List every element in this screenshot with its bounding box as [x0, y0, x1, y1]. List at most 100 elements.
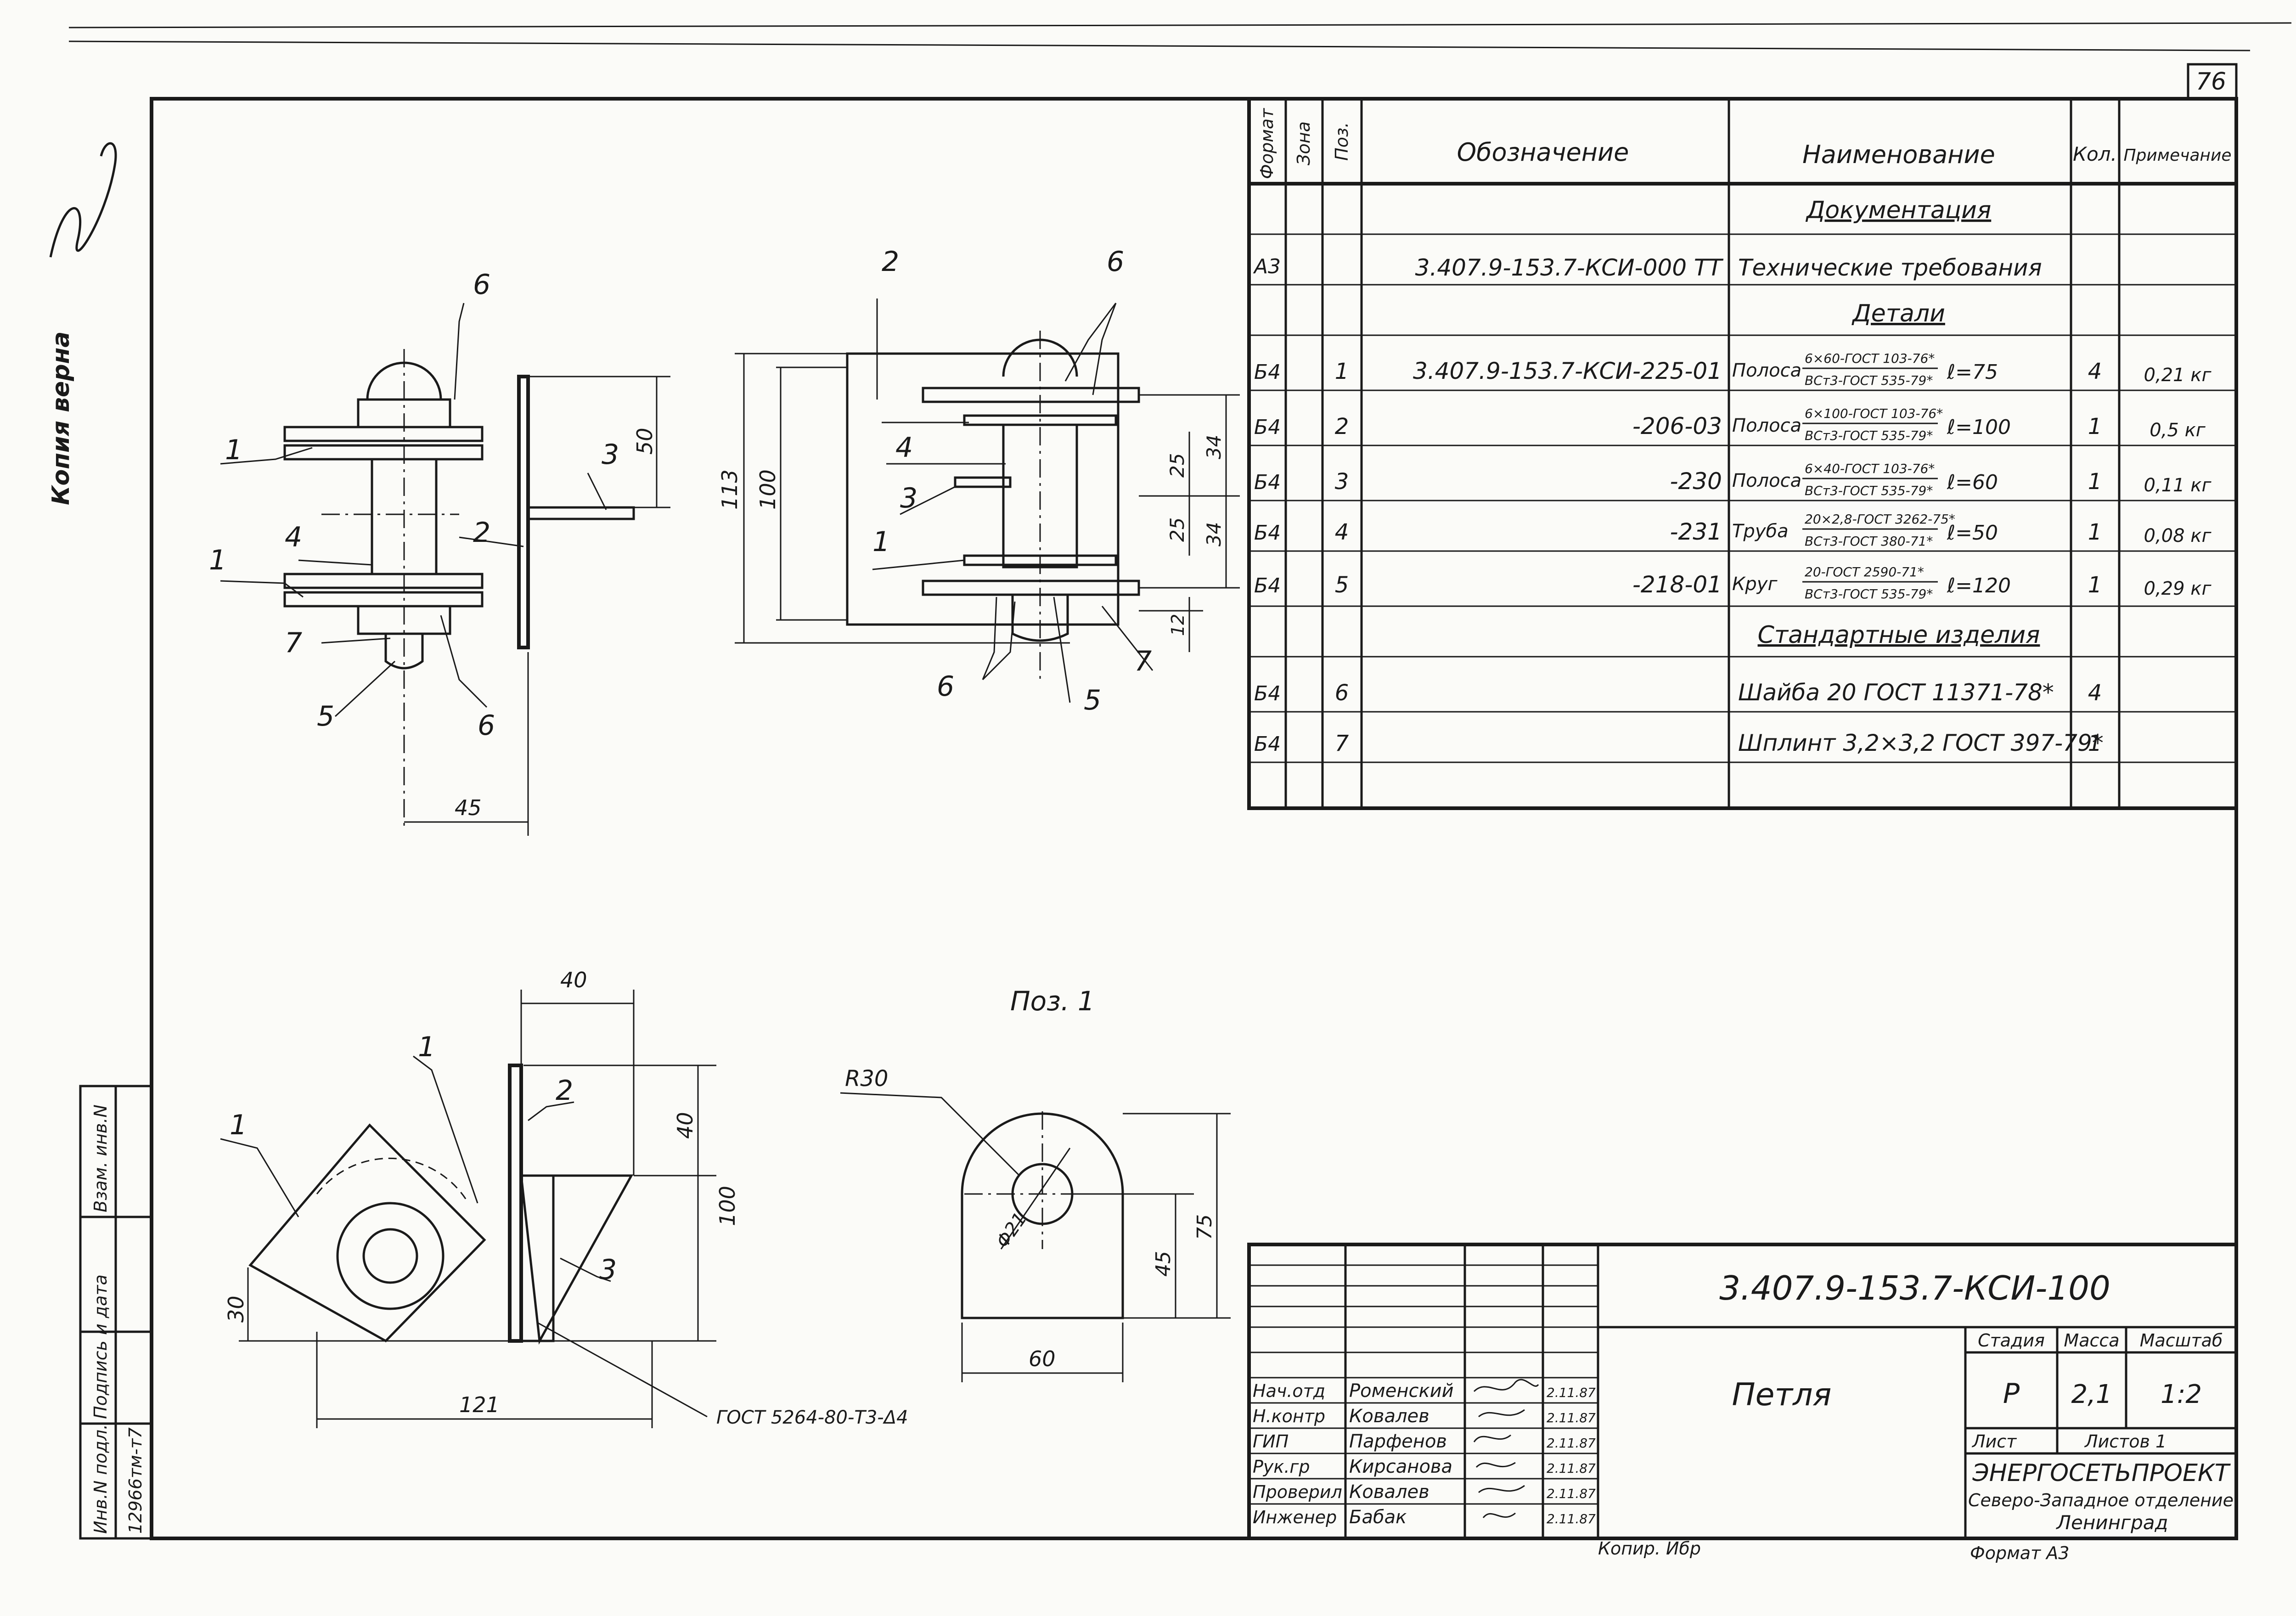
svg-text:ℓ=120: ℓ=120: [1947, 574, 2011, 597]
svg-text:2.11.87: 2.11.87: [1547, 1461, 1596, 1476]
svg-text:Н.контр: Н.контр: [1253, 1406, 1325, 1426]
svg-text:1: 1: [2088, 519, 2102, 545]
leader-label: 1: [230, 1109, 247, 1141]
table-row: Б4 5 -218-01 Круг 20-ГОСТ 2590-71* ВСт3-…: [1254, 564, 2212, 602]
stage-label: Стадия: [1978, 1330, 2045, 1351]
doc-format: А3: [1253, 255, 1281, 278]
svg-text:Проверил: Проверил: [1253, 1482, 1342, 1502]
part-title: Петля: [1732, 1377, 1832, 1413]
sign-date-label: Подпись и дата: [90, 1274, 111, 1419]
list-item: Н.контр Ковалев 2.11.87: [1253, 1406, 1596, 1427]
view-plan: [220, 990, 716, 1428]
svg-text:6×40-ГОСТ 103-76*: 6×40-ГОСТ 103-76*: [1805, 461, 1935, 476]
svg-text:0,29 кг: 0,29 кг: [2144, 578, 2212, 599]
header-qty: Кол.: [2073, 143, 2117, 165]
side-stamp: [79, 1085, 153, 1540]
leader-label: 3: [599, 1254, 617, 1286]
svg-text:Ковалев: Ковалев: [1349, 1481, 1429, 1503]
dim-label: 25: [1166, 518, 1188, 542]
leader-label: 2: [473, 517, 490, 549]
org-branch: Северо-Западное отделение: [1968, 1490, 2234, 1510]
sheet-number: 76: [2196, 68, 2226, 96]
svg-text:Рук.гр: Рук.гр: [1253, 1457, 1310, 1477]
spec-table: [1247, 97, 2238, 810]
svg-text:-230: -230: [1670, 468, 1722, 495]
svg-text:20-ГОСТ 2590-71*: 20-ГОСТ 2590-71*: [1805, 564, 1924, 580]
svg-text:0,21 кг: 0,21 кг: [2144, 365, 2212, 386]
svg-text:Труба: Труба: [1732, 521, 1789, 542]
leader-label: 1: [872, 526, 890, 558]
svg-text:Роменский: Роменский: [1349, 1380, 1454, 1402]
dim-label: 100: [755, 469, 780, 510]
svg-text:0,08 кг: 0,08 кг: [2144, 525, 2212, 546]
leader-label: 7: [1134, 645, 1152, 677]
leader-label: 4: [895, 432, 913, 464]
svg-text:Б4: Б4: [1254, 732, 1281, 756]
format-note: Формат А3: [1970, 1543, 2069, 1563]
leader-label: 1: [225, 434, 242, 466]
section-standard: Стандартные изделия: [1758, 621, 2040, 649]
leader-label: 6: [478, 709, 495, 742]
parts-rows: Б4 1 3.407.9-153.7-КСИ-225-01 Полоса 6×6…: [1254, 351, 2212, 756]
leader-label: 6: [473, 269, 490, 301]
svg-text:ℓ=50: ℓ=50: [1947, 521, 1998, 545]
dim-label: 50: [632, 428, 657, 455]
svg-text:2.11.87: 2.11.87: [1547, 1486, 1596, 1501]
svg-text:Полоса: Полоса: [1732, 470, 1801, 491]
svg-text:Полоса: Полоса: [1732, 360, 1801, 381]
svg-text:2.11.87: 2.11.87: [1547, 1385, 1596, 1400]
leader-label: 1: [418, 1031, 435, 1063]
svg-text:Шплинт 3,2×3,2 ГОСТ 397-79*: Шплинт 3,2×3,2 ГОСТ 397-79*: [1738, 730, 2104, 756]
inv-label: Инв.N подл.: [90, 1424, 111, 1534]
leader-label: 2: [882, 246, 899, 278]
leader-label: 3: [602, 439, 619, 471]
svg-text:ℓ=75: ℓ=75: [1947, 360, 1998, 384]
org-name: ЭНЕРГОСЕТЬПРОЕКТ: [1972, 1459, 2231, 1487]
svg-text:ГИП: ГИП: [1253, 1431, 1289, 1452]
copied-note: Копир. Ибр: [1598, 1538, 1701, 1559]
svg-text:Б4: Б4: [1254, 360, 1281, 384]
table-row: Б4 4 -231 Труба 20×2,8-ГОСТ 3262-75* ВСт…: [1254, 512, 2212, 549]
dim-label: 113: [717, 469, 742, 510]
svg-text:5: 5: [1335, 572, 1349, 598]
weld-note: ГОСТ 5264-80-Т3-Δ4: [716, 1407, 908, 1428]
list-item: Нач.отд Роменский 2.11.87: [1253, 1380, 1596, 1402]
svg-text:1: 1: [1335, 359, 1349, 384]
svg-text:3.407.9-153.7-КСИ-225-01: 3.407.9-153.7-КСИ-225-01: [1413, 358, 1722, 384]
svg-text:4: 4: [1335, 519, 1349, 545]
pos1-title: Поз. 1: [1010, 985, 1095, 1017]
dim-label: 45: [455, 795, 482, 820]
svg-text:7: 7: [1335, 731, 1349, 756]
signature-stamp: [49, 142, 117, 258]
svg-text:Нач.отд: Нач.отд: [1253, 1381, 1325, 1401]
sheet-label: Лист: [1971, 1431, 2017, 1452]
doc-name: Технические требования: [1738, 254, 2042, 281]
view-front: [220, 303, 670, 836]
header-name: Наименование: [1802, 140, 1995, 169]
svg-text:Инженер: Инженер: [1253, 1507, 1337, 1527]
leader-label: 5: [1084, 684, 1101, 716]
dim-label: 121: [459, 1392, 500, 1417]
svg-text:Кирсанова: Кирсанова: [1349, 1456, 1452, 1477]
svg-text:Полоса: Полоса: [1732, 415, 1801, 436]
scale-value: 1:2: [2161, 1380, 2202, 1409]
table-row: Б4 7 Шплинт 3,2×3,2 ГОСТ 397-79* 1: [1254, 730, 2104, 756]
svg-text:20×2,8-ГОСТ 3262-75*: 20×2,8-ГОСТ 3262-75*: [1805, 512, 1955, 527]
svg-text:0,5 кг: 0,5 кг: [2150, 420, 2206, 441]
mass-value: 2,1: [2071, 1380, 2112, 1409]
svg-text:Бабак: Бабак: [1349, 1507, 1407, 1528]
svg-text:Ковалев: Ковалев: [1349, 1406, 1429, 1427]
inv-value: 12966тм-т7: [125, 1427, 146, 1534]
doc-designation: 3.407.9-153.7-КСИ-000 ТТ: [1415, 254, 1724, 281]
svg-text:Б4: Б4: [1254, 471, 1281, 494]
svg-text:6: 6: [1335, 680, 1349, 706]
svg-text:Б4: Б4: [1254, 521, 1281, 545]
view-pos1: [840, 1092, 1231, 1382]
table-row: Б4 3 -230 Полоса 6×40-ГОСТ 103-76* ВСт3-…: [1254, 461, 2212, 498]
header-zone: Зона: [1294, 121, 1314, 165]
doc-code: 3.407.9-153.7-КСИ-100: [1719, 1269, 2110, 1307]
svg-text:2: 2: [1335, 414, 1349, 439]
svg-text:6×100-ГОСТ 103-76*: 6×100-ГОСТ 103-76*: [1805, 406, 1943, 421]
signatures: Нач.отд Роменский 2.11.87 Н.контр Ковале…: [1253, 1379, 1596, 1528]
